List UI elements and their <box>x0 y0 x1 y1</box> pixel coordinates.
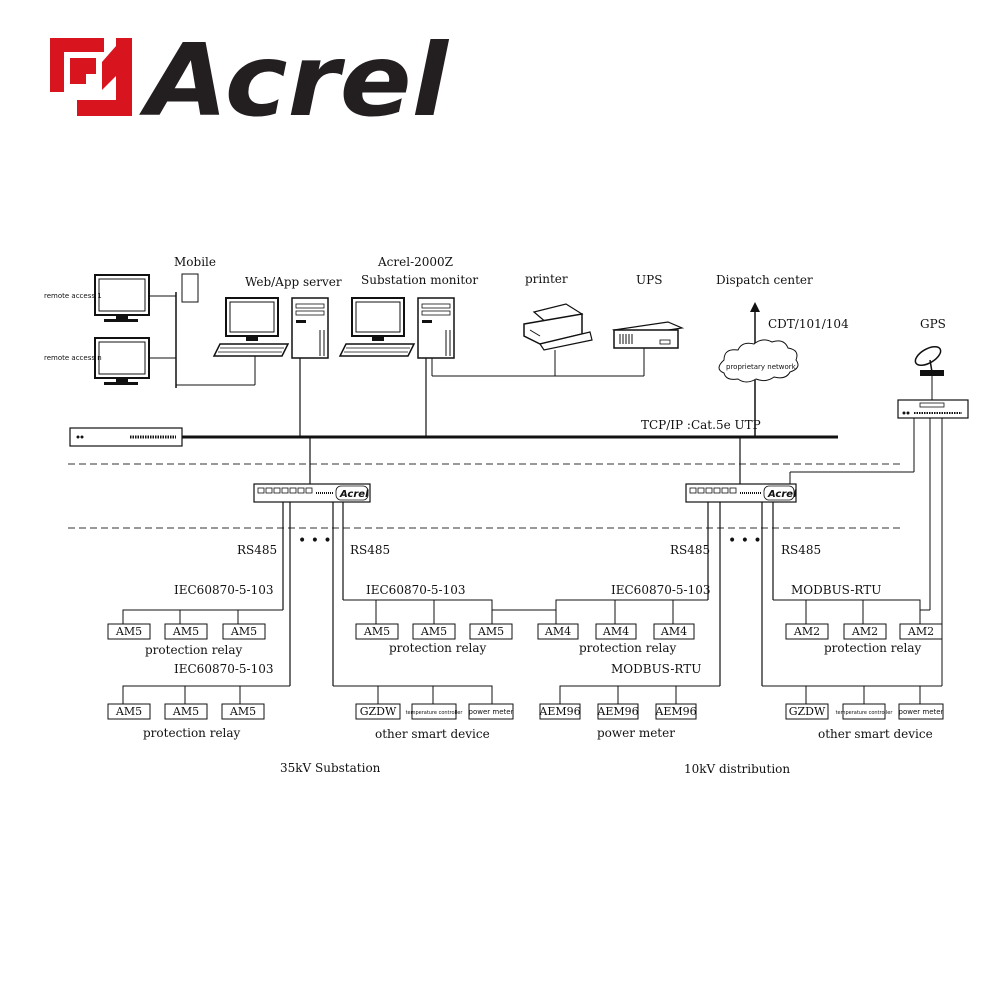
gps-label: GPS <box>920 317 946 331</box>
left-gateway: Acrel <box>253 483 371 503</box>
proprietary-network-label: proprietary network <box>726 363 797 371</box>
device-aem96: AEM96 <box>538 705 580 718</box>
device-am2: AM2 <box>851 625 878 638</box>
device-aem96: AEM96 <box>654 705 696 718</box>
right-power-meter-label: power meter <box>597 726 675 740</box>
right-bus2-protocol: MODBUS-RTU <box>791 583 881 597</box>
device-am5: AM5 <box>115 705 142 718</box>
left-footer: 35kV Substation <box>280 761 381 775</box>
device-temperature-controller: temperature controller <box>406 710 464 716</box>
left-other-device-label: other smart device <box>375 727 490 741</box>
acrel-logo-wordmark: Acrel <box>139 22 450 139</box>
left-rs485-b: RS485 <box>350 543 390 557</box>
left-relay-label-2: protection relay <box>389 641 487 655</box>
device-am5: AM5 <box>229 705 256 718</box>
right-rs485-a: RS485 <box>670 543 710 557</box>
gps-receiver-box <box>897 399 969 419</box>
left-bus1-protocol: IEC60870-5-103 <box>174 583 274 597</box>
mobile-label: Mobile <box>174 255 216 269</box>
right-row2a-devices: AEM96 AEM96 AEM96 <box>538 703 697 720</box>
satellite-dish-icon <box>914 345 944 376</box>
device-aem96: AEM96 <box>596 705 638 718</box>
remote-access-1 <box>94 274 150 322</box>
device-am2: AM2 <box>907 625 934 638</box>
device-gzdw: GZDW <box>360 705 397 718</box>
device-am5: AM5 <box>172 705 199 718</box>
right-gateway: Acrel <box>685 483 797 503</box>
device-am5: AM5 <box>115 625 142 638</box>
device-power-meter: power meter <box>899 708 944 716</box>
dispatch-center-label: Dispatch center <box>716 273 813 287</box>
acrel-logo: Acrel <box>50 22 450 139</box>
remote-access-1-label: remote access 1 <box>44 292 102 300</box>
left-bus2-protocol: IEC60870-5-103 <box>366 583 466 597</box>
device-am5: AM5 <box>420 625 447 638</box>
left-rs485-a: RS485 <box>237 543 277 557</box>
monitor-label-line2: Substation monitor <box>361 273 478 287</box>
left-relay-label-3: protection relay <box>143 726 241 740</box>
right-row1b-devices: AM2 AM2 AM2 <box>785 623 943 640</box>
device-am5: AM5 <box>172 625 199 638</box>
device-am5: AM5 <box>230 625 257 638</box>
right-row1a-devices: AM4 AM4 AM4 <box>537 623 695 640</box>
device-power-meter: power meter <box>469 708 514 716</box>
ups-label: UPS <box>636 273 662 287</box>
remote-access-n-label: remote access n <box>44 354 102 362</box>
device-gzdw: GZDW <box>789 705 826 718</box>
left-bus3-protocol: IEC60870-5-103 <box>174 662 274 676</box>
left-row1a-devices: AM5 AM5 AM5 <box>107 623 266 640</box>
device-am5: AM5 <box>477 625 504 638</box>
left-row2a-devices: AM5 AM5 AM5 <box>107 703 265 720</box>
cdt-protocol-label: CDT/101/104 <box>768 317 849 331</box>
right-relay-label-1: protection relay <box>579 641 677 655</box>
printer-label: printer <box>525 272 568 286</box>
right-bus1-protocol: IEC60870-5-103 <box>611 583 711 597</box>
web-server-label: Web/App server <box>245 275 342 289</box>
right-footer: 10kV distribution <box>684 762 790 776</box>
right-relay-label-2: protection relay <box>824 641 922 655</box>
device-am2: AM2 <box>793 625 820 638</box>
left-gateway-dots: • • • <box>298 533 332 549</box>
mobile-phone-icon <box>181 273 199 303</box>
device-am4: AM4 <box>602 625 629 638</box>
ups-icon <box>611 321 685 349</box>
device-temperature-controller: temperature controller <box>836 710 894 716</box>
left-relay-label-1: protection relay <box>145 643 243 657</box>
left-row2b-devices: GZDW temperature controller power meter <box>355 703 514 720</box>
cloud-icon <box>718 339 799 383</box>
acrel-logo-mark <box>50 38 132 116</box>
network-switch <box>69 427 183 447</box>
right-gateway-logo: Acrel <box>767 489 797 500</box>
left-row1b-devices: AM5 AM5 AM5 <box>355 623 513 640</box>
substation-monitor-computer-icon <box>338 297 455 359</box>
left-gateway-logo: Acrel <box>339 489 369 500</box>
right-row2b-devices: GZDW temperature controller power meter <box>785 703 944 720</box>
right-rs485-b: RS485 <box>781 543 821 557</box>
remote-access-n <box>94 337 150 385</box>
web-server-computer-icon <box>212 297 329 359</box>
device-am4: AM4 <box>544 625 571 638</box>
device-am4: AM4 <box>660 625 687 638</box>
device-am5: AM5 <box>363 625 390 638</box>
right-gateway-dots: • • • <box>728 533 762 549</box>
printer-icon <box>523 303 593 351</box>
right-other-device-label: other smart device <box>818 727 933 741</box>
tcpip-label: TCP/IP :Cat.5e UTP <box>641 418 761 432</box>
right-bus3-protocol: MODBUS-RTU <box>611 662 701 676</box>
monitor-label-line1: Acrel-2000Z <box>377 255 453 269</box>
